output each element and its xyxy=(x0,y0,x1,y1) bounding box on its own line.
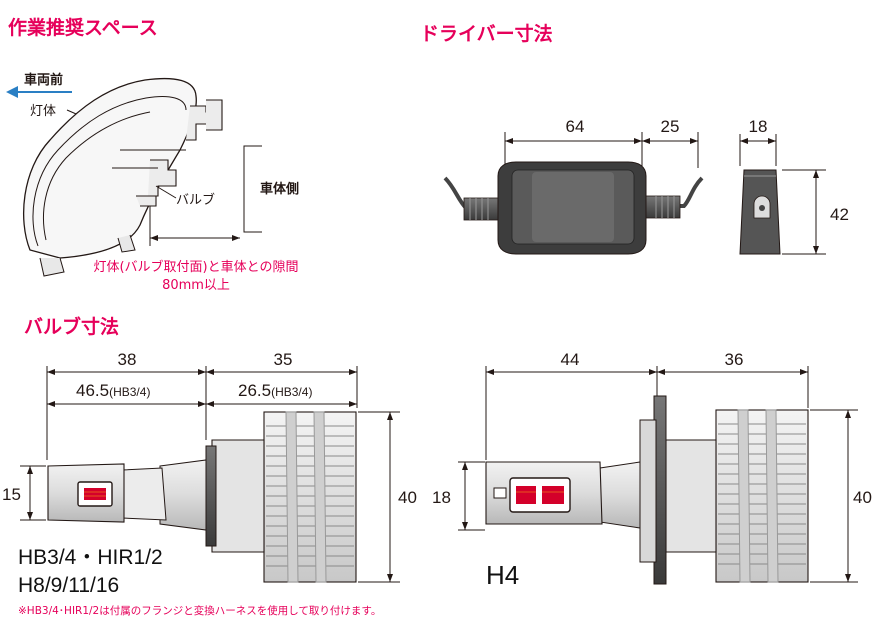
headlamp-illustration xyxy=(22,77,223,277)
clearance-text-line2: 80mm以上 xyxy=(162,278,230,293)
h4-length-front: 44 xyxy=(561,350,580,369)
h4-tip-diameter: 18 xyxy=(432,488,451,507)
hb-length-front-alt: 46.5(HB3/4) xyxy=(76,381,150,400)
h4-model-label: H4 xyxy=(486,560,519,590)
clearance-text-line1: 灯体(バルブ取付面)と車体との隙間 xyxy=(93,259,298,275)
hb-length-back-alt: 26.5(HB3/4) xyxy=(238,381,312,400)
h4-height: 40 xyxy=(853,488,872,507)
hb-tip-diameter: 15 xyxy=(2,485,21,504)
h4-heatsink xyxy=(715,409,809,583)
h4-bulb-diagram: 44 36 xyxy=(432,350,872,590)
bulb-label: バルブ xyxy=(176,192,215,208)
vehicle-body-label: 車体側 xyxy=(260,181,299,197)
driver-height: 42 xyxy=(830,205,849,224)
h4-length-back: 36 xyxy=(725,350,744,369)
work-space-title: 作業推奨スペース xyxy=(8,16,158,39)
work-space-diagram: 車両前 灯体 バルブ 車体側 灯体(バルブ取付面)と車体との隙間 xyxy=(6,72,299,293)
vehicle-body-outline xyxy=(243,145,262,233)
cable-grommet-left xyxy=(463,197,499,221)
driver-depth: 18 xyxy=(749,117,768,136)
hb-led-chip-icon xyxy=(84,488,106,500)
hb-models-line2: H8/9/11/16 xyxy=(18,574,119,597)
h4-led-chip-right-icon xyxy=(542,486,564,504)
hb-bulb-diagram: 38 35 46.5(HB3/4) 26.5(HB3/4) xyxy=(2,350,417,597)
driver-dims-title: ドライバー寸法 xyxy=(420,22,553,45)
cable-grommet-right xyxy=(645,195,681,219)
hb-length-front: 38 xyxy=(118,350,137,369)
h4-led-chip-left-icon xyxy=(516,486,536,504)
forward-arrow-icon xyxy=(6,86,72,98)
hb-length-back: 35 xyxy=(274,350,293,369)
footnote: ※HB3/4･HIR1/2は付属のフランジと変換ハーネスを使用して取り付けます。 xyxy=(18,604,381,617)
hb-heatsink xyxy=(263,411,357,583)
driver-length-cable: 25 xyxy=(661,117,680,136)
hb-height: 40 xyxy=(398,488,417,507)
lamp-label: 灯体 xyxy=(30,104,56,119)
bulb-dims-title: バルブ寸法 xyxy=(24,315,119,338)
driver-diagram: 64 25 18 42 xyxy=(443,117,849,255)
driver-length-main: 64 xyxy=(566,117,585,136)
forward-label: 車両前 xyxy=(24,72,63,88)
hb-models-line1: HB3/4・HIR1/2 xyxy=(18,546,163,569)
